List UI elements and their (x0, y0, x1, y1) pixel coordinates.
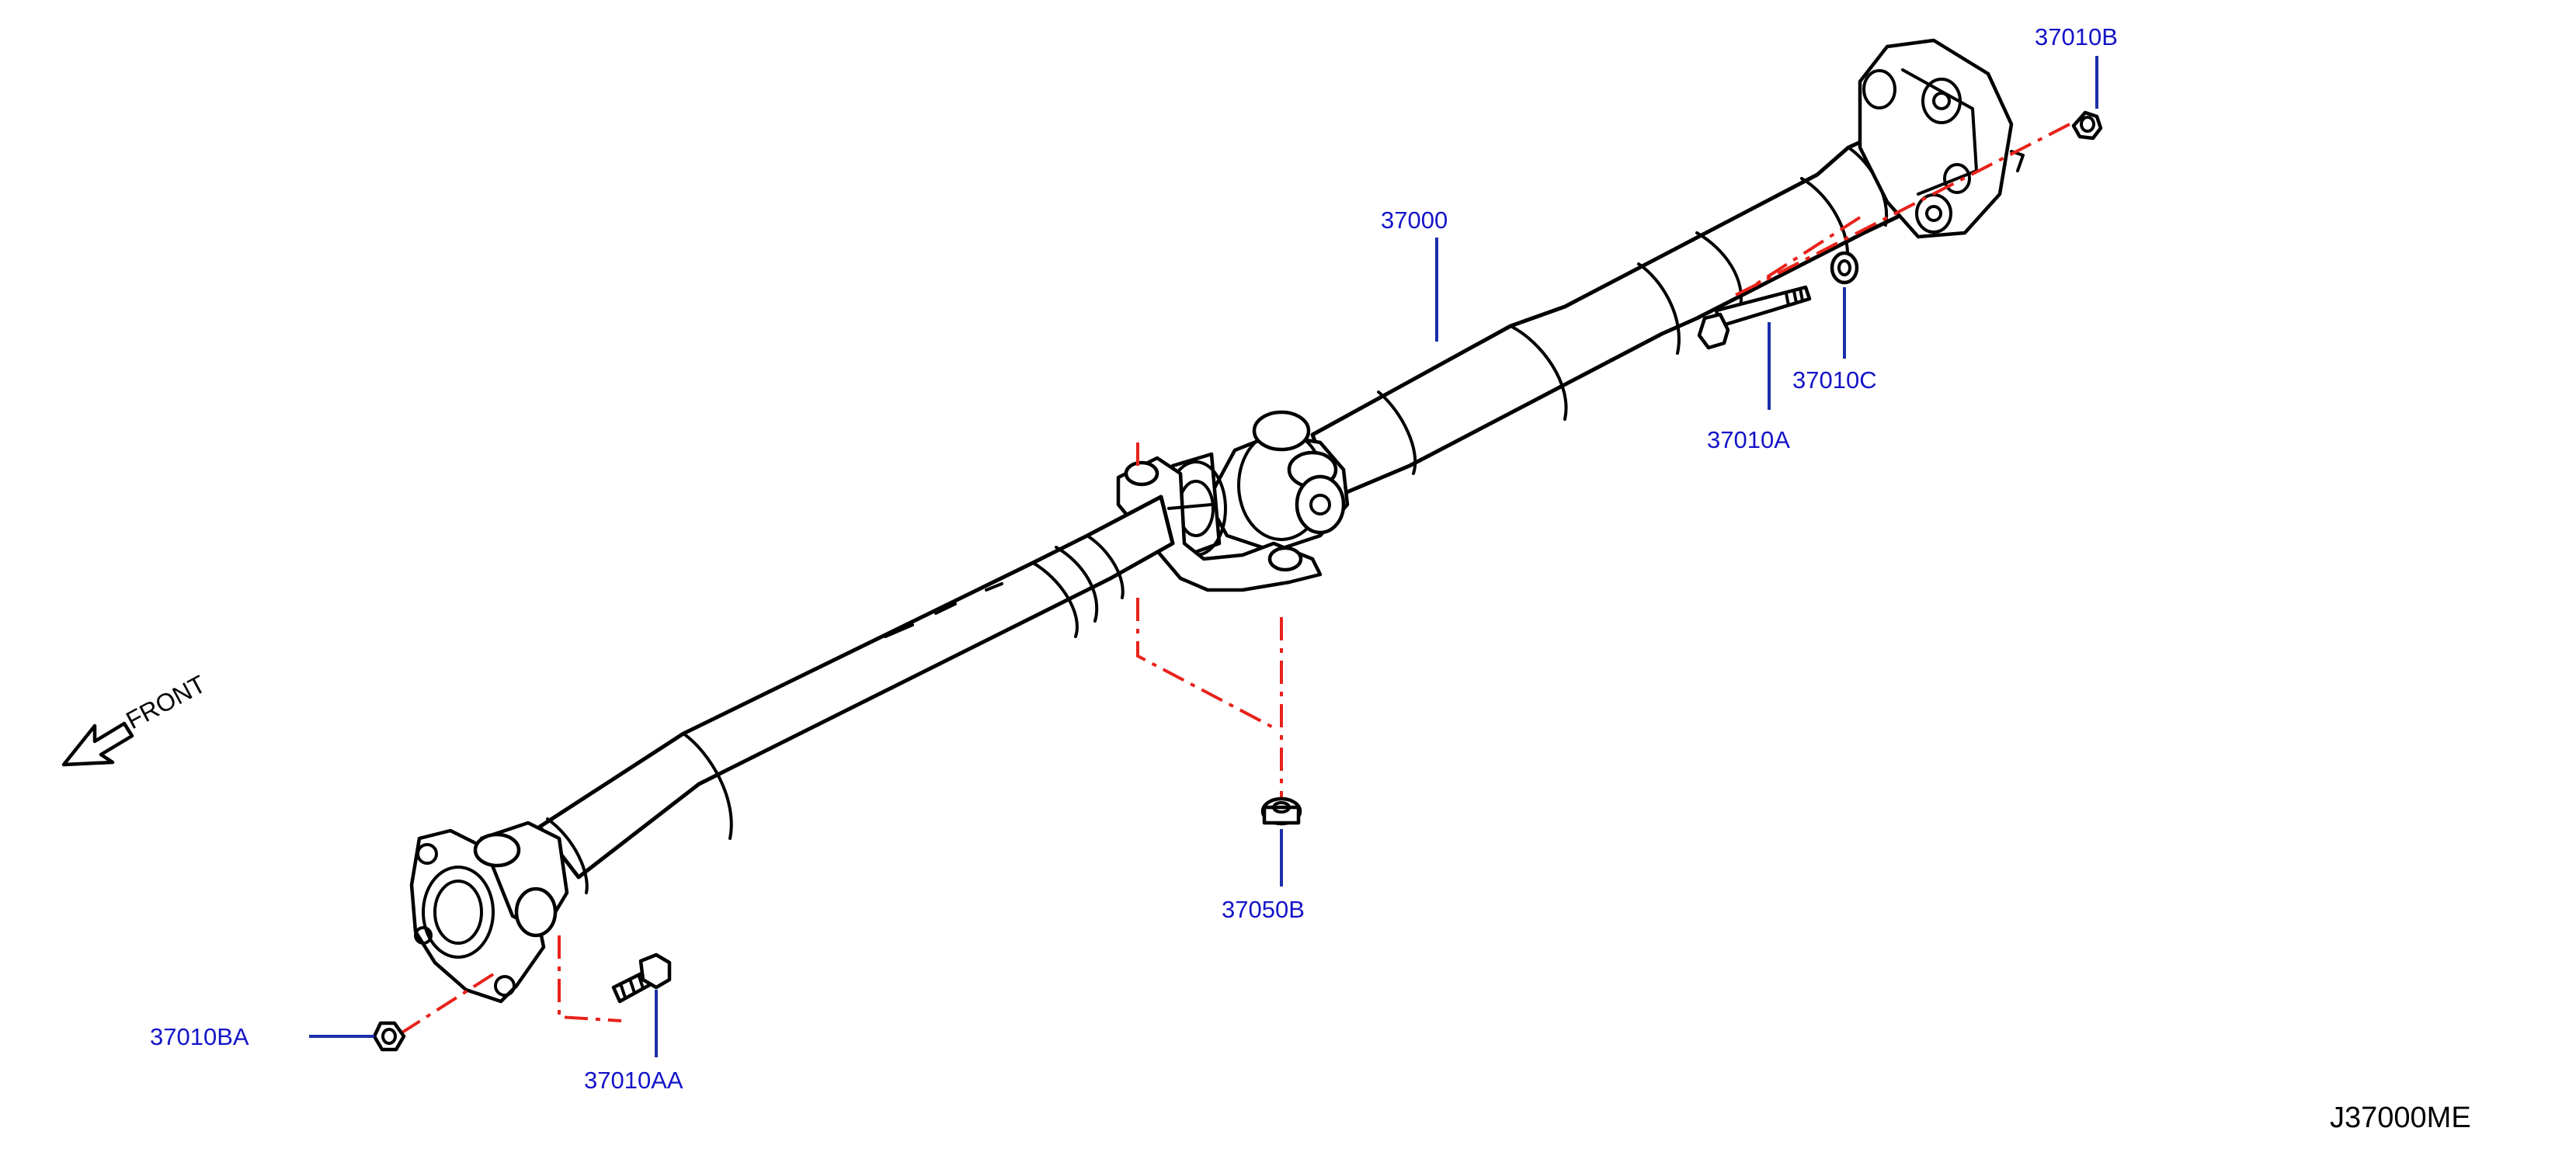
callout-37010B: 37010B (2035, 23, 2118, 50)
center-universal-joint (1165, 410, 1350, 561)
nut-37050B-icon (1260, 796, 1302, 826)
rear-shaft-tube (1310, 110, 1948, 499)
callout-37010C: 37010C (1792, 366, 1877, 394)
bolt-37010A-icon (1697, 285, 1812, 350)
center-bearing-bracket (1116, 456, 1323, 592)
callout-leaders (309, 56, 2098, 1057)
front-direction-arrow: FRONT (61, 670, 210, 767)
nut-37010B-icon (2071, 110, 2103, 141)
rear-flex-coupling (1858, 38, 2025, 239)
callout-37050B: 37050B (1222, 896, 1305, 923)
bolt-37010AA-icon (611, 952, 672, 1004)
callout-37000: 37000 (1381, 206, 1448, 234)
front-flange-yoke (409, 821, 569, 1004)
front-label: FRONT (121, 670, 210, 735)
callout-37010A: 37010A (1707, 426, 1790, 453)
callout-37010AA: 37010AA (584, 1067, 683, 1094)
assembly-center-lines (395, 123, 2070, 1038)
nut-37010BA-icon (372, 1021, 406, 1052)
front-shaft-tube (537, 494, 1175, 894)
diagram-code: J37000ME (2330, 1102, 2471, 1134)
callout-37010BA: 37010BA (150, 1023, 249, 1050)
washer-37010C-icon (1830, 251, 1859, 285)
